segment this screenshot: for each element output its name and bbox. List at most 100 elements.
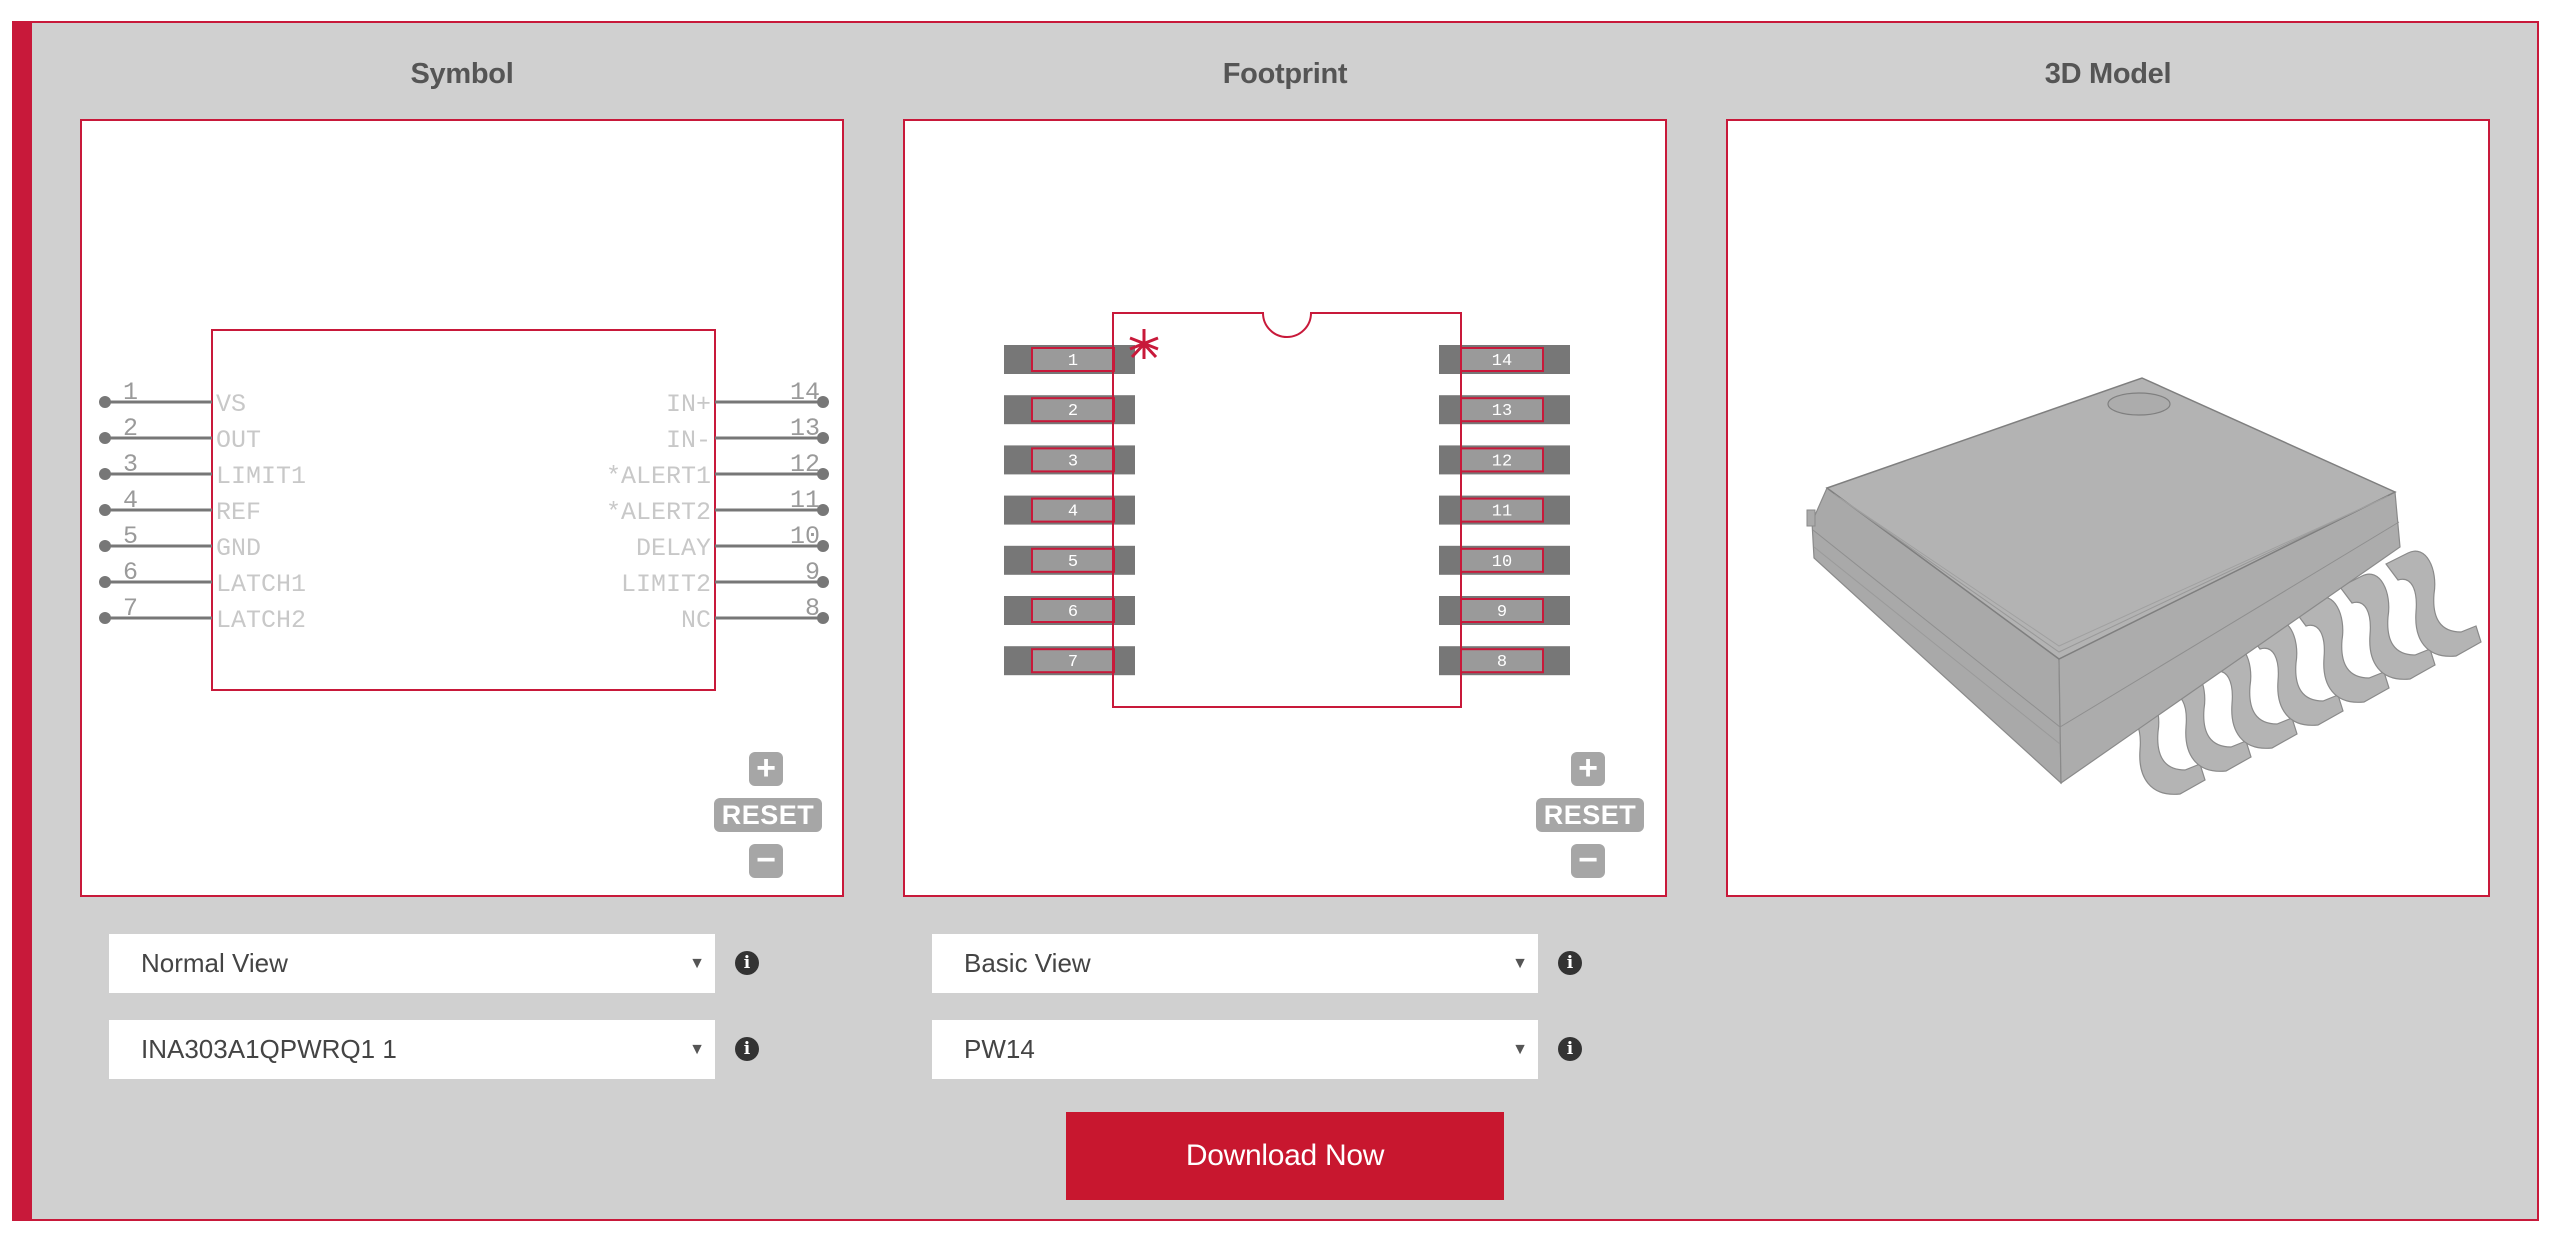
zoom-out-button[interactable]: −	[1571, 843, 1605, 878]
svg-text:*ALERT2: *ALERT2	[606, 498, 711, 527]
footprint-pad-2: 2	[1004, 395, 1135, 425]
svg-text:1: 1	[1068, 352, 1078, 371]
svg-text:11: 11	[1492, 503, 1512, 522]
info-icon[interactable]: i	[1558, 1037, 1582, 1061]
footprint-pad-6: 6	[1004, 596, 1135, 625]
symbol-pin-5: 5 GND	[99, 522, 261, 563]
symbol-zoom-controls: + RESET −	[712, 751, 824, 882]
svg-text:4: 4	[123, 486, 138, 515]
pin1-dimple	[2107, 392, 2171, 416]
svg-text:11: 11	[790, 486, 820, 515]
zoom-reset-button[interactable]: RESET	[714, 798, 822, 832]
symbol-pin-9: 9 LIMIT2	[621, 558, 829, 599]
svg-text:4: 4	[1068, 503, 1078, 522]
footprint-view-select[interactable]: Basic View ▼	[932, 934, 1538, 993]
svg-text:DELAY: DELAY	[636, 534, 711, 563]
footprint-pad-4: 4	[1004, 495, 1135, 525]
svg-text:8: 8	[1497, 653, 1507, 672]
svg-text:3: 3	[123, 450, 138, 479]
svg-text:LIMIT1: LIMIT1	[216, 462, 306, 491]
svg-text:12: 12	[1492, 452, 1512, 471]
info-icon[interactable]: i	[1558, 951, 1582, 975]
svg-text:VS: VS	[216, 390, 246, 419]
svg-text:*ALERT1: *ALERT1	[606, 462, 711, 491]
lead-12	[2293, 596, 2390, 703]
footprint-package-value: PW14	[964, 1034, 1035, 1064]
symbol-pin-7: 7 LATCH2	[99, 594, 306, 635]
svg-text:9: 9	[805, 558, 820, 587]
svg-text:14: 14	[790, 378, 820, 407]
chevron-down-icon: ▼	[1512, 1041, 1528, 1058]
model3d-panel[interactable]	[1726, 119, 2490, 897]
lead-14	[2385, 550, 2482, 657]
pin1-marker-icon	[1129, 329, 1159, 359]
svg-text:7: 7	[123, 594, 138, 623]
footprint-pad-3: 3	[1004, 445, 1135, 475]
svg-text:14: 14	[1492, 352, 1512, 371]
svg-text:10: 10	[790, 522, 820, 551]
svg-text:2: 2	[123, 414, 138, 443]
svg-text:2: 2	[1068, 402, 1078, 421]
svg-text:GND: GND	[216, 534, 261, 563]
svg-text:8: 8	[805, 594, 820, 623]
info-icon[interactable]: i	[735, 1037, 759, 1061]
symbol-pin-12: 12 *ALERT1	[606, 450, 829, 491]
symbol-pin-2: 2 OUT	[99, 414, 261, 455]
chevron-down-icon: ▼	[1512, 955, 1528, 972]
svg-text:9: 9	[1497, 603, 1507, 622]
zoom-in-button[interactable]: +	[1571, 751, 1605, 786]
footprint-view-value: Basic View	[964, 948, 1091, 978]
lead-10	[2201, 642, 2298, 749]
footprint-pad-1: 1	[1004, 345, 1135, 374]
footprint-pad-10: 10	[1439, 545, 1570, 575]
symbol-pin-3: 3 LIMIT1	[99, 450, 306, 491]
footprint-outline	[1112, 312, 1462, 708]
svg-text:12: 12	[790, 450, 820, 479]
footprint-pad-9: 9	[1439, 596, 1570, 625]
svg-text:IN+: IN+	[666, 390, 711, 419]
svg-text:7: 7	[1068, 653, 1078, 672]
symbol-pin-10: 10 DELAY	[636, 522, 829, 563]
footprint-title: Footprint	[1222, 58, 1348, 90]
svg-text:LATCH1: LATCH1	[216, 570, 306, 599]
symbol-pin-14: 14 IN+	[666, 378, 829, 419]
svg-text:LATCH2: LATCH2	[216, 606, 306, 635]
symbol-view-value: Normal View	[141, 948, 288, 978]
zoom-in-button[interactable]: +	[749, 751, 783, 786]
chevron-down-icon: ▼	[689, 1041, 705, 1058]
footprint-package-select[interactable]: PW14 ▼	[932, 1020, 1538, 1079]
svg-text:13: 13	[790, 414, 820, 443]
info-icon[interactable]: i	[735, 951, 759, 975]
footprint-pad-11: 11	[1439, 495, 1570, 525]
footprint-pad-13: 13	[1439, 395, 1570, 425]
download-now-button[interactable]: Download Now	[1066, 1112, 1504, 1200]
footprint-zoom-controls: + RESET −	[1534, 751, 1646, 882]
symbol-part-select[interactable]: INA303A1QPWRQ1 1 ▼	[109, 1020, 715, 1079]
svg-text:LIMIT2: LIMIT2	[621, 570, 711, 599]
svg-text:NC: NC	[681, 606, 711, 635]
symbol-pin-11: 11 *ALERT2	[606, 486, 829, 527]
symbol-part-value: INA303A1QPWRQ1 1	[141, 1034, 397, 1064]
symbol-pin-8: 8 NC	[681, 594, 829, 635]
svg-text:1: 1	[123, 378, 138, 407]
svg-text:5: 5	[123, 522, 138, 551]
svg-text:OUT: OUT	[216, 426, 261, 455]
tssop14-3d-model	[1806, 377, 2482, 795]
footprint-pad-12: 12	[1439, 445, 1570, 475]
symbol-pin-1: 1 VS	[99, 378, 246, 419]
zoom-reset-button[interactable]: RESET	[1536, 798, 1644, 832]
symbol-view-select[interactable]: Normal View ▼	[109, 934, 715, 993]
footprint-pad-7: 7	[1004, 646, 1135, 676]
svg-text:10: 10	[1492, 553, 1512, 572]
symbol-title: Symbol	[410, 58, 514, 90]
svg-text:13: 13	[1492, 402, 1512, 421]
zoom-out-button[interactable]: −	[749, 843, 783, 878]
chevron-down-icon: ▼	[689, 955, 705, 972]
